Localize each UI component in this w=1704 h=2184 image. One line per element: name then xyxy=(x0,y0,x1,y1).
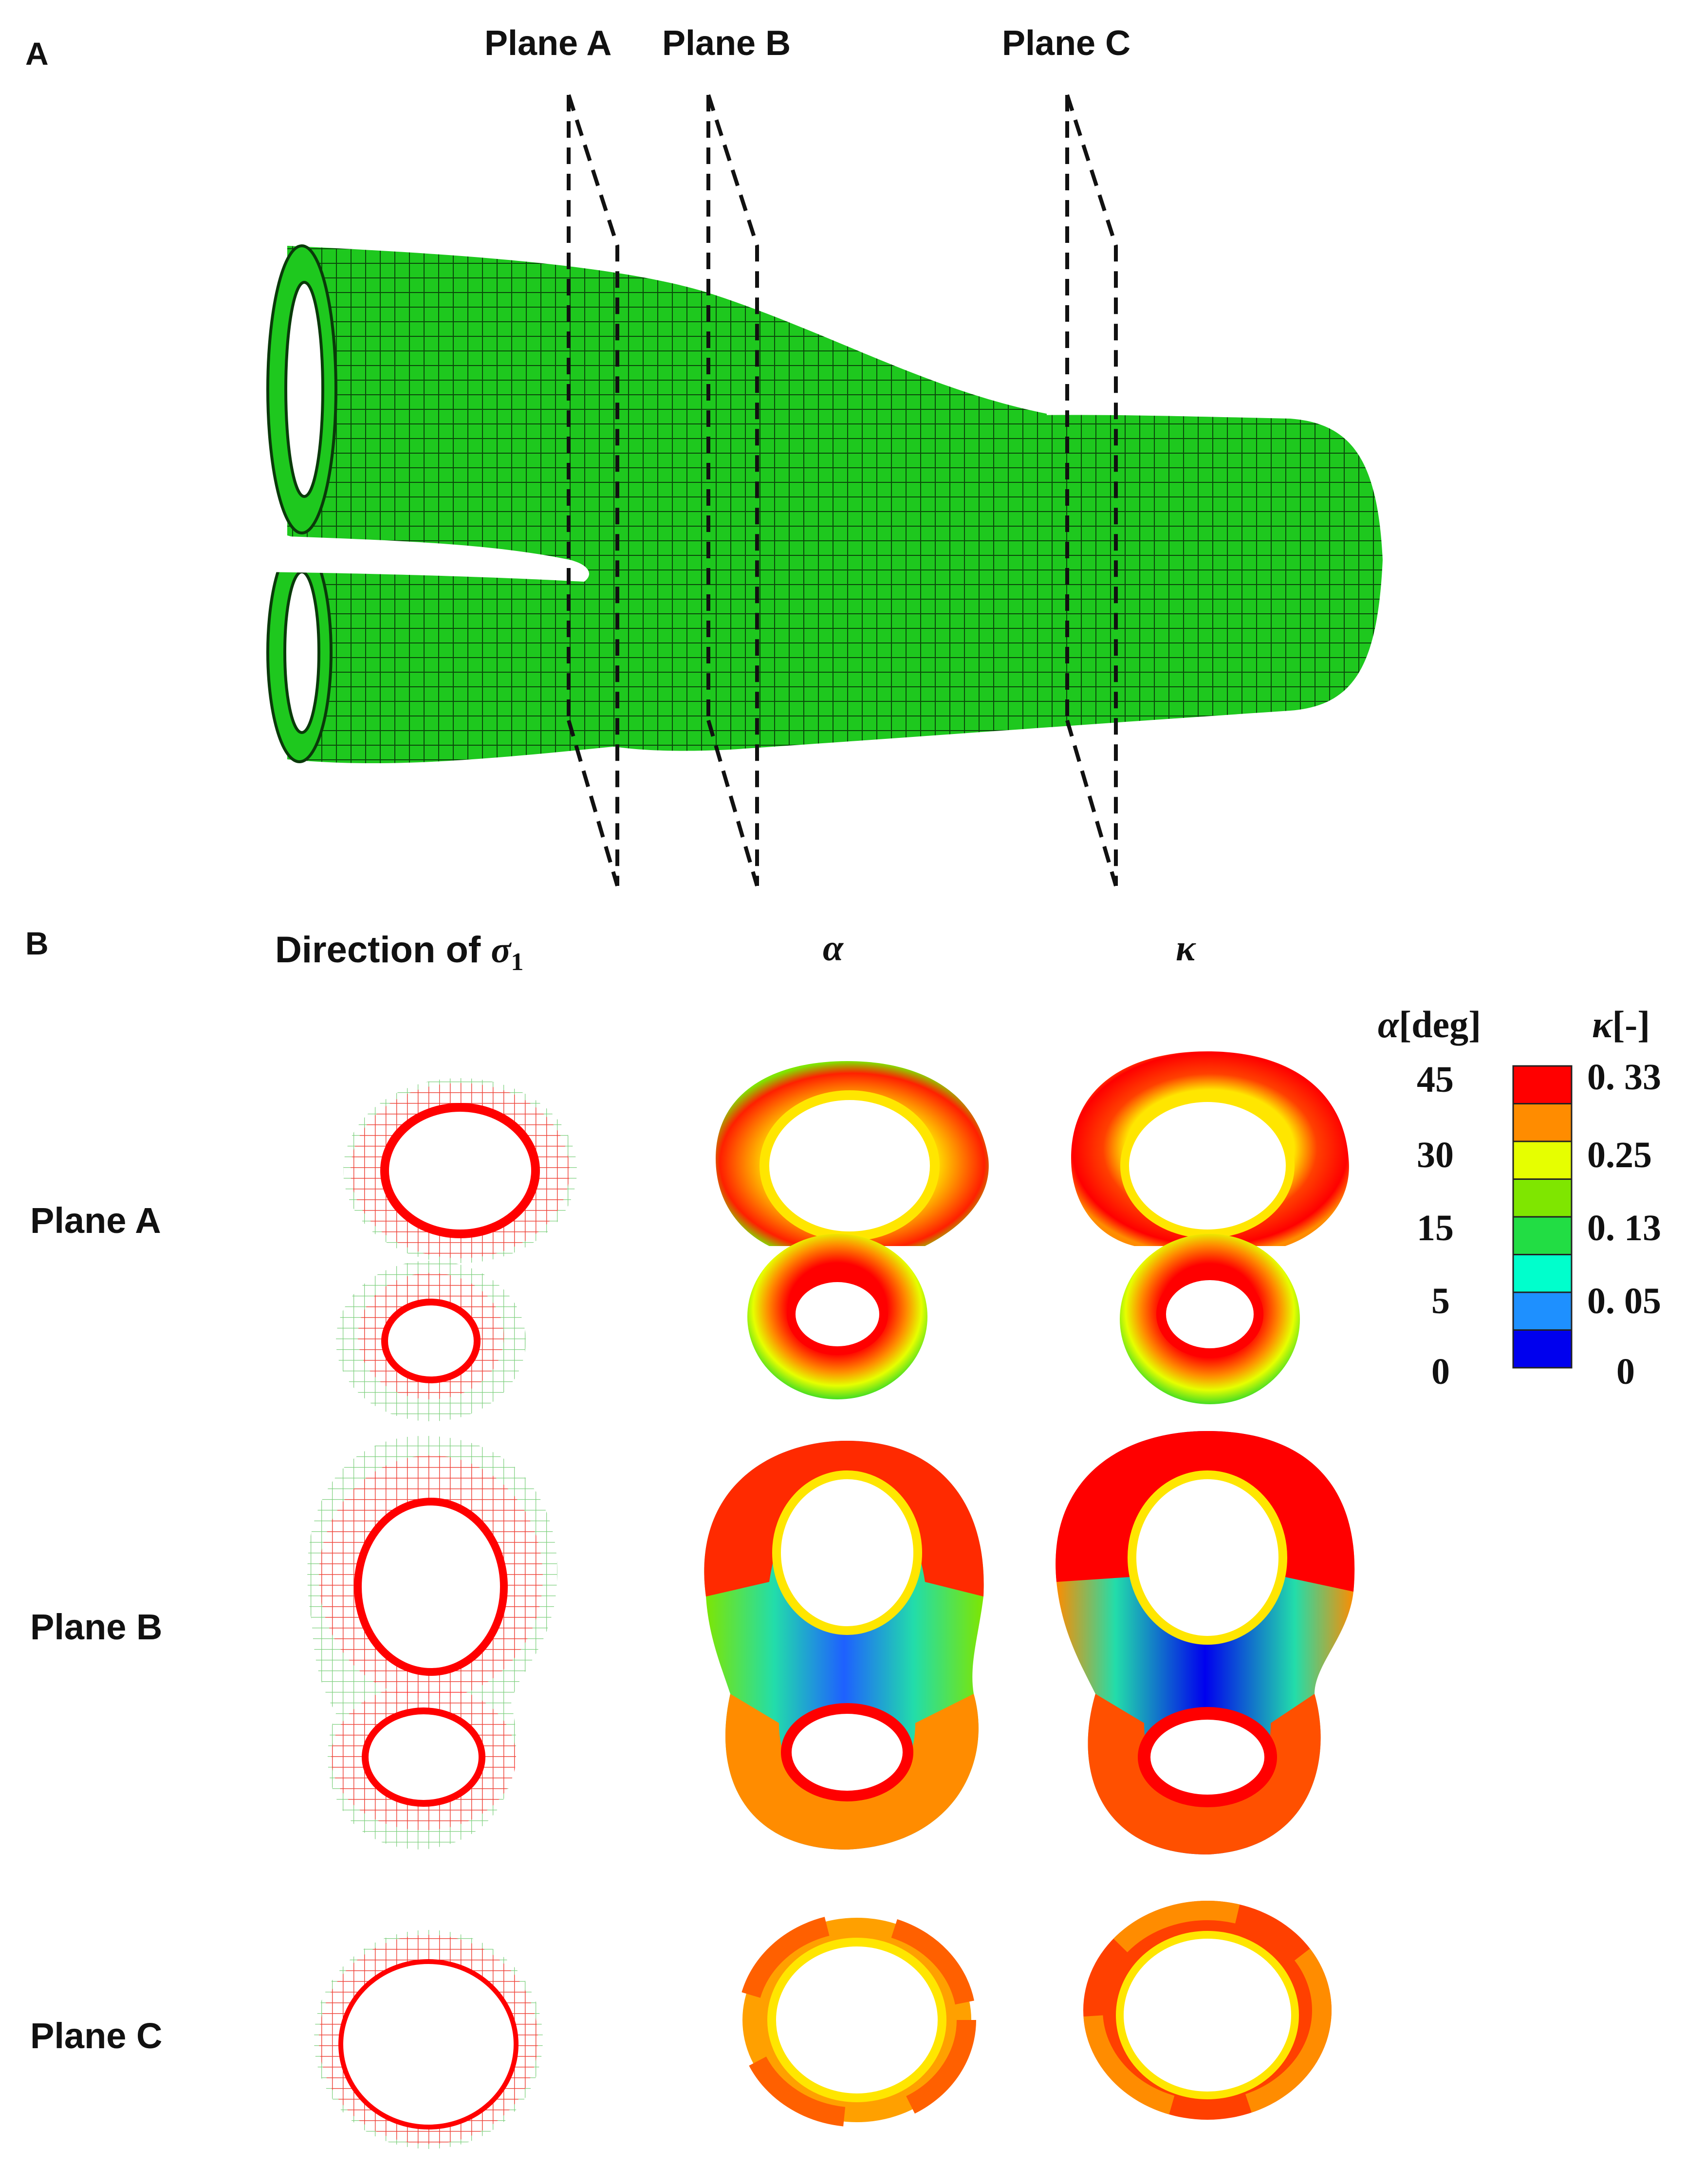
legend-swatch xyxy=(1512,1065,1573,1104)
alpha-tick-2: 15 xyxy=(1417,1208,1454,1248)
row-label-plane-a: Plane A xyxy=(30,1200,161,1241)
column-header-alpha: α xyxy=(823,928,844,969)
legend-swatch xyxy=(1512,1140,1573,1180)
plane-b-top-label: Plane B xyxy=(662,24,791,63)
kappa-tick-1: 0.25 xyxy=(1587,1135,1652,1175)
alpha-tick-4: 0 xyxy=(1431,1351,1450,1392)
sigma-section-plane-a xyxy=(336,1078,577,1421)
alpha-section-plane-a xyxy=(716,1061,989,1399)
legend-kappa-title: κ[-] xyxy=(1592,1003,1650,1046)
kappa-tick-4: 0 xyxy=(1616,1351,1635,1392)
kappa-section-plane-b xyxy=(1056,1431,1355,1854)
row-label-plane-b: Plane B xyxy=(30,1607,163,1647)
alpha-section-plane-c xyxy=(738,1913,976,2127)
plane-a-outline xyxy=(567,94,619,887)
row-label-plane-c: Plane C xyxy=(30,2016,163,2056)
panel-label-a: A xyxy=(25,36,49,72)
legend-swatch xyxy=(1512,1216,1573,1255)
alpha-tick-0: 45 xyxy=(1417,1059,1454,1100)
kappa-tick-2: 0. 13 xyxy=(1587,1208,1661,1248)
kappa-tick-0: 0. 33 xyxy=(1587,1057,1661,1098)
kappa-tick-3: 0. 05 xyxy=(1587,1281,1661,1321)
legend-alpha-title: α[deg] xyxy=(1378,1003,1481,1046)
column-header-sigma: Direction of σ1 xyxy=(275,929,523,976)
kappa-section-plane-a xyxy=(1071,1051,1349,1404)
plane-c-outline xyxy=(1065,94,1118,887)
legend-kappa-unit: [-] xyxy=(1612,1003,1650,1046)
plane-b-outline xyxy=(706,94,759,887)
legend-swatch xyxy=(1512,1178,1573,1218)
legend-alpha-symbol: α xyxy=(1378,1003,1399,1046)
legend-kappa-symbol: κ xyxy=(1592,1003,1612,1046)
sigma-section-plane-b xyxy=(307,1436,557,1850)
legend-swatch xyxy=(1512,1103,1573,1142)
alpha-tick-1: 30 xyxy=(1417,1135,1454,1175)
legend-alpha-unit: [deg] xyxy=(1399,1003,1482,1046)
bifurcation-gap xyxy=(263,535,589,582)
mesh-lower-branch xyxy=(287,540,633,764)
sigma-section-plane-c xyxy=(314,1930,543,2149)
section-planes xyxy=(567,94,1118,887)
column-header-kappa: κ xyxy=(1176,928,1196,969)
alpha-section-plane-b xyxy=(704,1441,984,1850)
panel-label-b: B xyxy=(25,925,49,961)
legend-swatch xyxy=(1512,1291,1573,1331)
kappa-section-plane-c xyxy=(1083,1901,1332,2120)
direction-label: Direction of xyxy=(275,929,491,971)
plane-a-top-label: Plane A xyxy=(484,24,612,63)
sigma-symbol: σ xyxy=(491,930,511,971)
alpha-tick-3: 5 xyxy=(1431,1281,1450,1321)
legend-swatch xyxy=(1512,1254,1573,1293)
sigma-subscript: 1 xyxy=(511,948,524,976)
legend-swatch xyxy=(1512,1329,1573,1369)
legend-color-bar xyxy=(1512,1065,1573,1369)
mesh-trunk xyxy=(560,415,1383,751)
bifurcation-mesh xyxy=(263,244,1383,764)
plane-c-top-label: Plane C xyxy=(1002,24,1131,63)
